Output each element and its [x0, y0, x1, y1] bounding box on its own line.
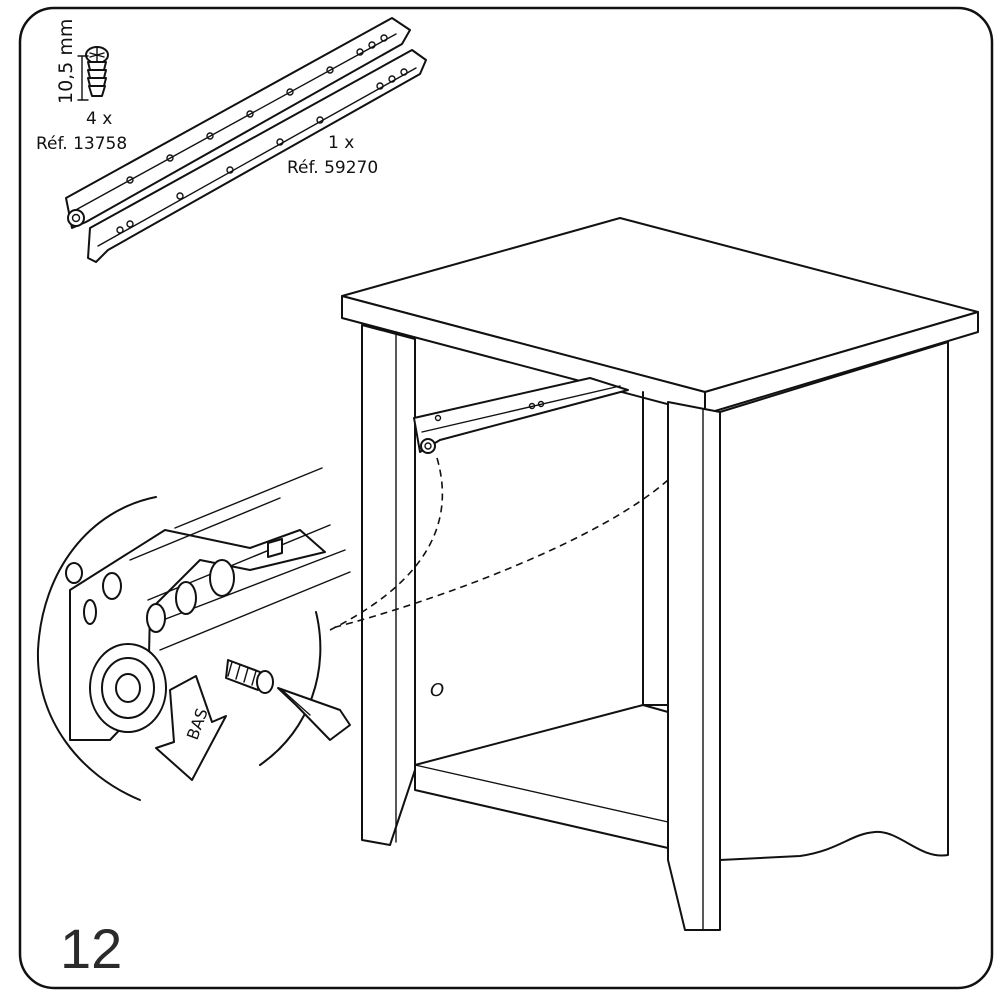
callout-line-upper — [329, 457, 444, 631]
cabinet-leg-front-right — [667, 401, 721, 931]
detail-magnifier: BAS — [36, 467, 351, 801]
screw-reference: Réf. 13758 — [36, 134, 127, 154]
rail-reference: Réf. 59270 — [287, 158, 378, 178]
screw-icon — [85, 46, 109, 97]
hole-marker: O — [430, 680, 444, 701]
drawer-rail-icon — [65, 17, 427, 263]
detail-screw-icon — [225, 659, 274, 694]
screw-quantity: 4 x — [86, 109, 112, 129]
screwdriver-icon — [277, 687, 351, 741]
cabinet-side-panel — [719, 341, 949, 861]
parts-list: 10,5 mm 4 x Réf. 13758 1 x Réf. 59270 — [36, 17, 427, 263]
step-number: 12 — [60, 917, 122, 980]
rail-quantity: 1 x — [328, 133, 354, 153]
cabinet-bottom-shelf — [414, 704, 669, 849]
screw-dimension: 10,5 mm — [55, 19, 77, 104]
nightstand-cabinet: O — [341, 217, 979, 931]
cabinet-leg-rear-left — [361, 324, 416, 846]
installed-drawer-rail — [413, 377, 629, 454]
magnifier-arc-top — [36, 496, 157, 801]
dimension-bracket — [77, 55, 89, 101]
callout-line-lower — [331, 479, 669, 629]
magnifier-arc-right — [259, 611, 322, 766]
down-direction-arrow: BAS — [155, 675, 227, 781]
